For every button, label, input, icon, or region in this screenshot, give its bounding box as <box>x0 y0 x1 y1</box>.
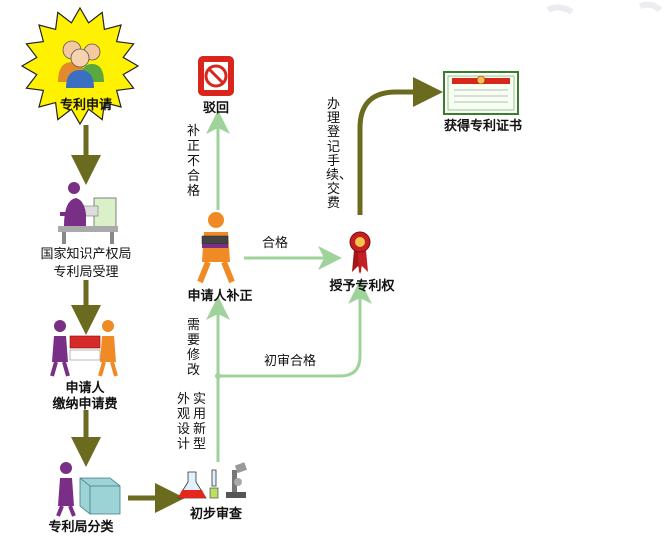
node-classify: 专利局分类 <box>48 520 114 535</box>
corner-decoration <box>546 1 663 15</box>
node-applicant-correct: 申请人补正 <box>187 289 253 304</box>
node-pay-fee-line1: 申请人 <box>65 381 105 396</box>
edge-register-pay: 办理登记手续、交费 <box>326 97 353 212</box>
edge-design-col1: 外观设计 <box>176 392 190 452</box>
node-preliminary-exam: 初步审查 <box>189 507 242 522</box>
edge-correct-unqualified: 补正不合格 <box>186 124 200 199</box>
edge-needs-modification: 需要修改 <box>186 318 200 378</box>
medal-icon <box>349 231 371 274</box>
reject-icon <box>198 56 234 96</box>
node-cnipa-accept-line1: 国家知识产权局 <box>40 247 132 262</box>
node-reject: 驳回 <box>202 101 229 116</box>
people-icon <box>58 40 104 88</box>
node-certificate: 获得专利证书 <box>443 119 522 134</box>
node-patent-application: 专利申请 <box>59 98 112 113</box>
edge-design-col2: 实用新型 <box>192 392 206 452</box>
arrow-grant-to-certificate <box>357 77 443 215</box>
arrow-pass-to-grant <box>218 280 372 378</box>
certificate-icon <box>443 71 519 115</box>
edge-qualified: 合格 <box>262 236 289 251</box>
lab-equipment-icon <box>177 462 248 499</box>
box-classify-icon <box>56 462 121 517</box>
node-grant: 授予专利权 <box>329 279 395 294</box>
node-cnipa-accept-line2: 专利局受理 <box>53 265 119 280</box>
edge-preliminary-pass: 初审合格 <box>264 354 317 369</box>
office-worker-icon <box>58 182 118 244</box>
fee-handover-icon <box>50 320 118 377</box>
node-pay-fee-line2: 缴纳申请费 <box>52 397 118 412</box>
applicant-person-icon <box>197 212 235 284</box>
